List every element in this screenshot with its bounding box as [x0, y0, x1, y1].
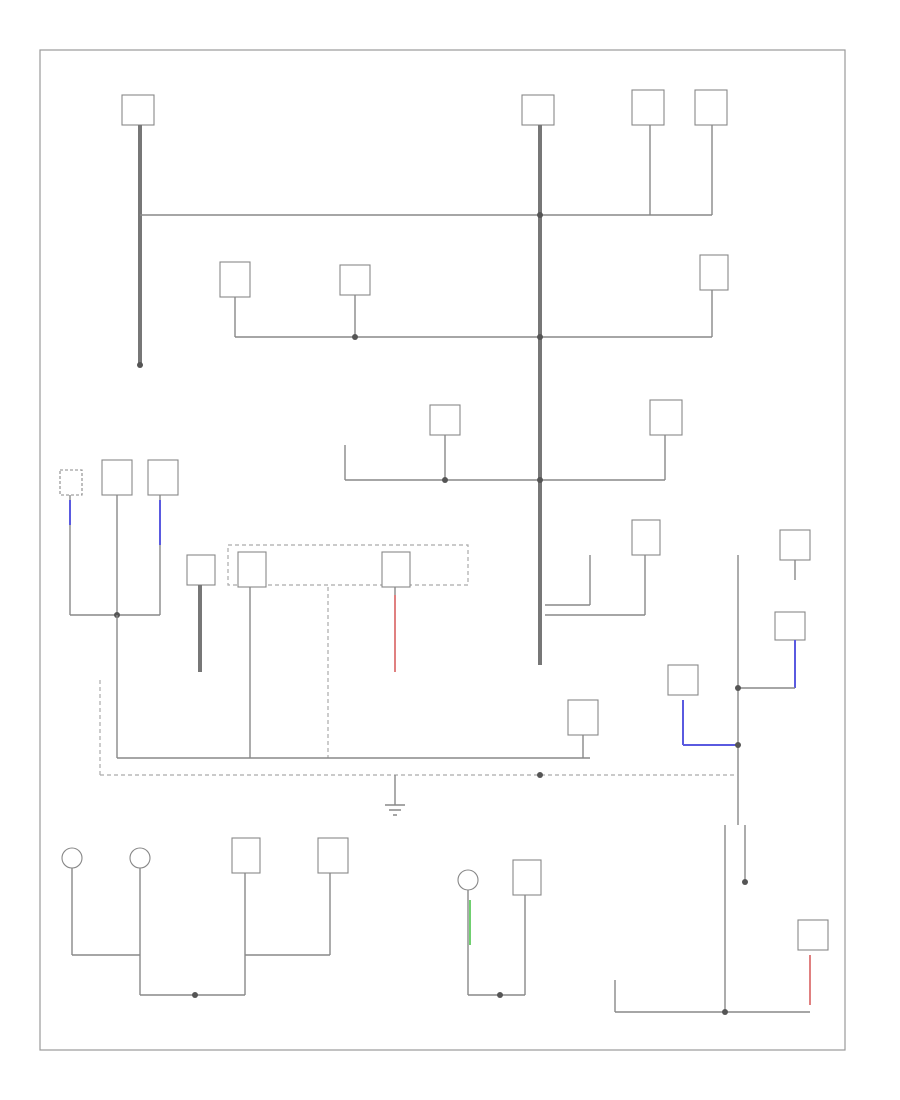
- left-lamp-1: [101, 459, 133, 496]
- bottom-left-ground-node: [192, 992, 198, 998]
- row2-component-2: [339, 264, 371, 296]
- row2-node-1: [352, 334, 358, 340]
- row3-component-1: [429, 404, 461, 436]
- row2-component-1: [219, 261, 251, 298]
- far-right-component-2: [774, 611, 806, 641]
- diagram-frame: [39, 49, 846, 1051]
- middle-component-3: [381, 551, 411, 588]
- bottom-component-4: [317, 837, 349, 874]
- row3-component-2: [649, 399, 683, 436]
- row3-node-1: [442, 477, 448, 483]
- left-ground-node: [137, 362, 143, 368]
- chassis-ground-icon: [385, 804, 405, 816]
- far-right-component-3: [667, 664, 699, 696]
- top-right-component-2: [694, 89, 728, 126]
- middle-switch-1: [186, 554, 216, 586]
- lower-right-component: [567, 699, 599, 736]
- left-lamp-2: [147, 459, 179, 496]
- bottom-center-lamp: [457, 869, 479, 891]
- middle-component-2: [237, 551, 267, 588]
- bottom-right-node: [742, 879, 748, 885]
- top-left-component: [121, 94, 155, 126]
- row3-node-2: [537, 477, 543, 483]
- lower-splice-node: [537, 772, 543, 778]
- bottom-lamp-1: [61, 847, 83, 869]
- bottom-right-component: [797, 919, 829, 951]
- bottom-center-ground-node: [497, 992, 503, 998]
- top-right-component-1: [631, 89, 665, 126]
- bottom-component-3: [231, 837, 261, 874]
- far-right-component-1: [779, 529, 811, 561]
- row2-component-3: [699, 254, 729, 291]
- upper-splice-node: [537, 212, 543, 218]
- far-right-node-1: [735, 685, 741, 691]
- bottom-lamp-2: [129, 847, 151, 869]
- bottom-right-ground-node: [722, 1009, 728, 1015]
- middle-dashed-group: [227, 544, 469, 586]
- left-switch-1: [59, 469, 83, 496]
- top-center-component: [521, 94, 555, 126]
- bottom-center-component: [512, 859, 542, 896]
- far-right-node-2: [735, 742, 741, 748]
- row2-node-2: [537, 334, 543, 340]
- right-center-component-1: [631, 519, 661, 556]
